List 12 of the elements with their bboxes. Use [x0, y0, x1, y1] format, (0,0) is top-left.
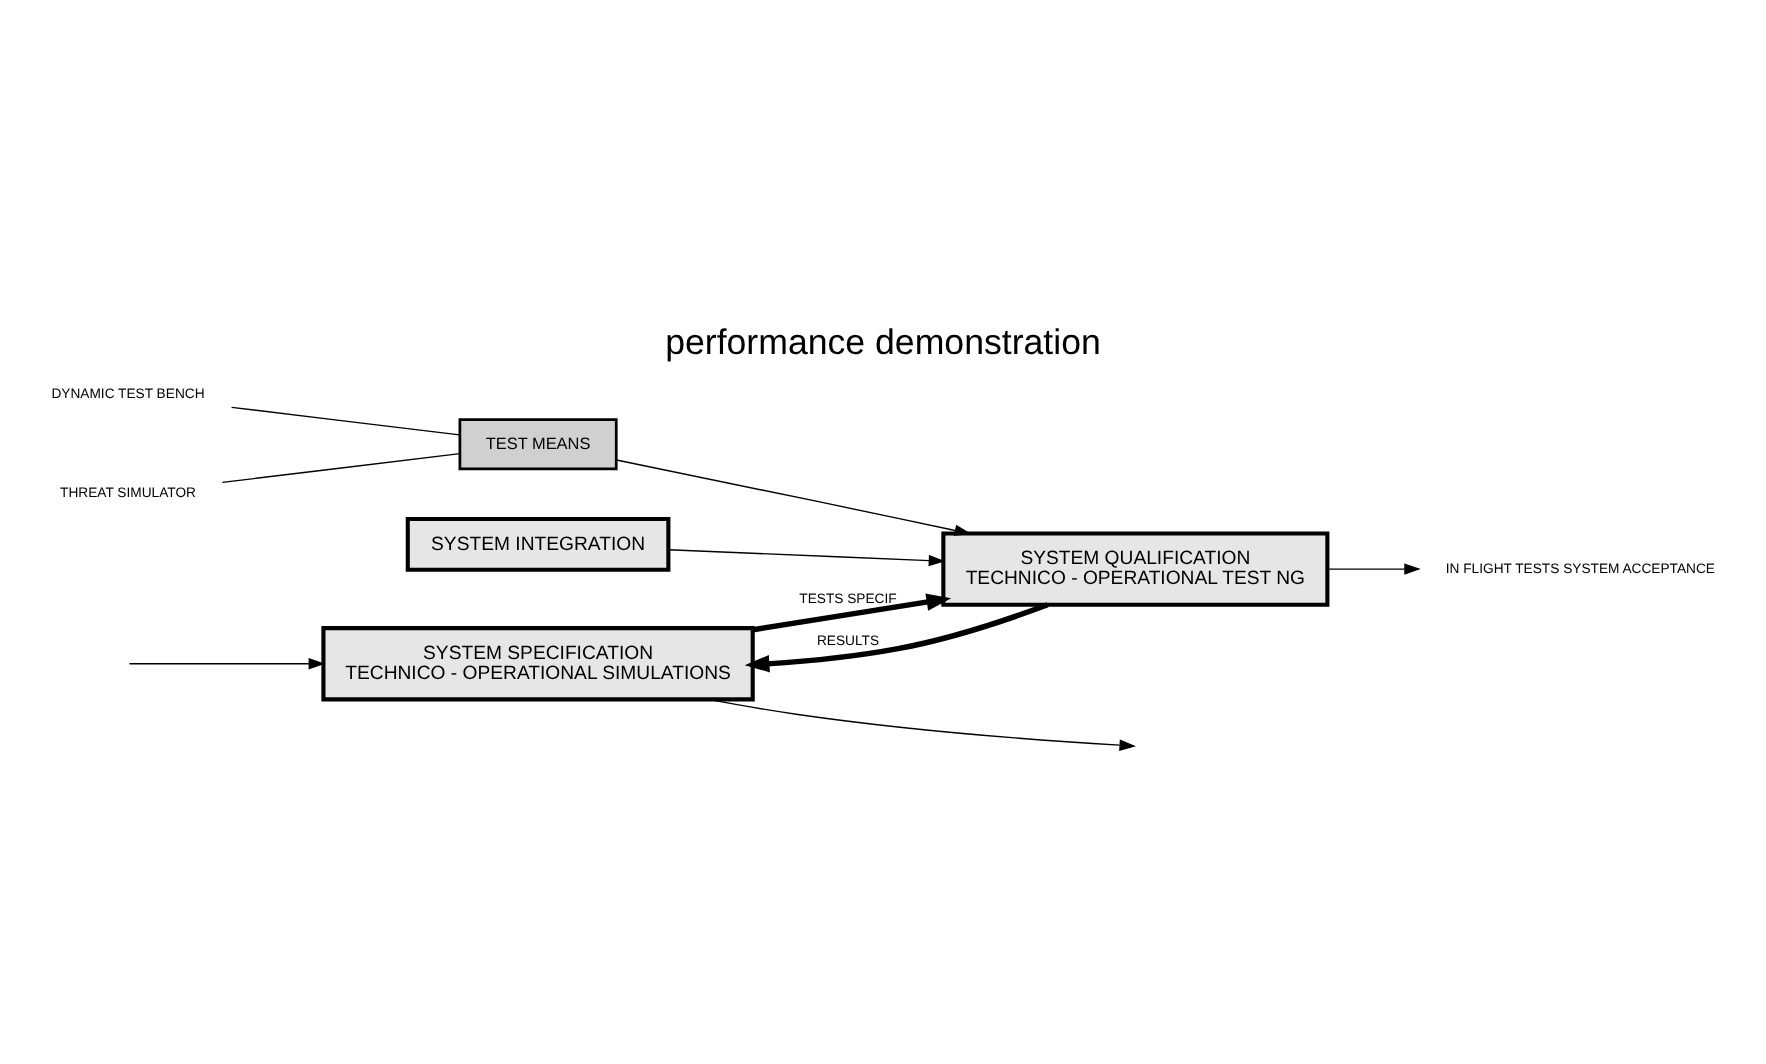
arrow	[752, 592, 952, 632]
arrow	[128, 656, 326, 669]
arrow	[744, 601, 1049, 672]
node-box: SYSTEM SPECIFICATION TECHNICO - OPERATIONAL SIMULATIONS	[321, 625, 755, 701]
arrow	[667, 548, 946, 566]
connector	[230, 405, 461, 435]
node-box: SYSTEM QUALIFICATION TECHNICO - OPERATIONAL TEST NG	[941, 530, 1330, 606]
arrow	[615, 458, 972, 536]
node-box: SYSTEM INTEGRATION	[405, 516, 671, 571]
diagram-title: performance demonstration	[665, 320, 1101, 361]
connector	[221, 451, 461, 483]
arrow	[1326, 562, 1421, 574]
